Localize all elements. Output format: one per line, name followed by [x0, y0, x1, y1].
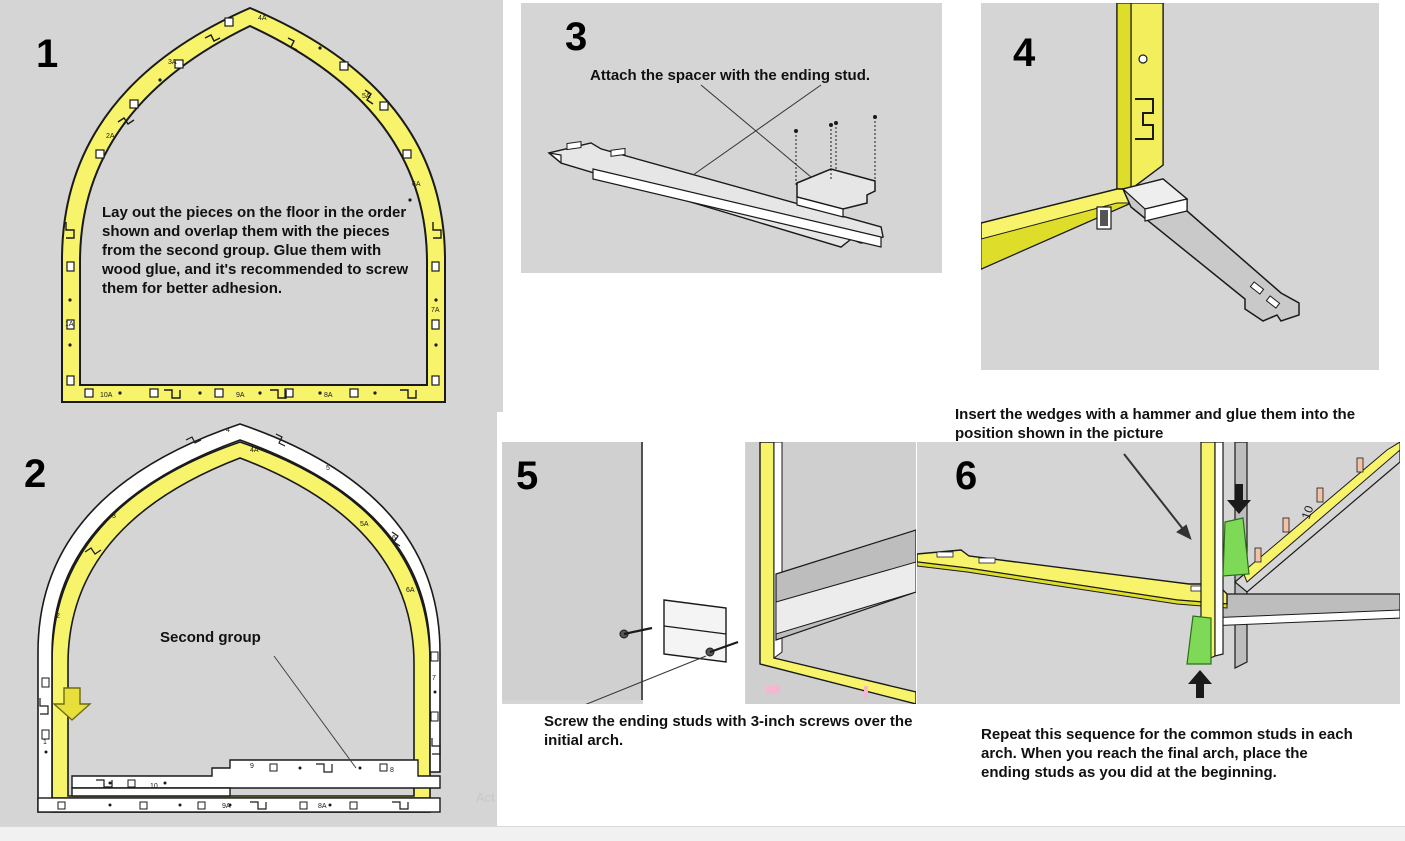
top-wedge [1222, 517, 1250, 577]
callout-leader-line [585, 655, 707, 704]
piece-label: 2A [106, 133, 115, 140]
yellow-stud-edge [759, 442, 916, 704]
page-bottom-strip [0, 826, 1405, 841]
piece-label: 4 [226, 427, 230, 434]
plank-joints [39, 433, 441, 810]
screw-icon [794, 129, 798, 133]
second-group-label: Second group [160, 629, 261, 646]
piece-label: 6A [406, 587, 415, 594]
yellow-arch-frame [61, 6, 446, 403]
step-3-panel: 3 Attach the spacer with the ending stud… [521, 3, 942, 273]
piece-label: 7 [432, 675, 436, 682]
piece-label: 4A [258, 15, 267, 22]
step-1-caption: Lay out the pieces on the floor in the o… [102, 204, 409, 297]
piece-label: 10 [150, 783, 158, 790]
piece-label: 2 [56, 613, 60, 620]
piece-label: 9A [236, 392, 245, 399]
step-number: 2 [24, 452, 47, 496]
bottom-wedge [1186, 615, 1212, 665]
piece-label: 9 [250, 763, 254, 770]
piece-label: 10A [100, 392, 113, 399]
second-group-diagram: 4 3 5 6 2 7 1 9 8 10 9A 8A 4A 5A 6A [37, 423, 441, 813]
step-number: 3 [565, 15, 588, 59]
stud-slots [1254, 457, 1364, 563]
plank-slots [41, 651, 439, 810]
callout-leader-lines [692, 84, 822, 178]
yellow-arch-frame [51, 441, 431, 813]
down-arrow-icon [1227, 484, 1251, 514]
stud-corner-diagram [981, 3, 1300, 322]
piece-label: 8A [318, 803, 327, 810]
ending-stud-face [592, 168, 882, 248]
watermark-text: Act [476, 790, 495, 805]
piece-label: 9A [222, 803, 231, 810]
piece-label: 4A [250, 447, 259, 454]
piece-label: 8A [324, 392, 333, 399]
step-number: 1 [36, 32, 59, 76]
step-1-panel: 4A 3A 5A 2A 6A 1A 7A 10A 9A 8A 1 Lay out… [0, 0, 503, 412]
step-6-top-caption: Insert the wedges with a hammer and glue… [955, 406, 1356, 442]
piece-label: 5A [362, 93, 371, 100]
ending-stud-plate [663, 599, 727, 663]
piece-label: 1 [43, 739, 47, 746]
frame-holes [68, 46, 438, 395]
up-arrow-icon [1188, 670, 1212, 698]
frame-slots [66, 17, 440, 398]
callout-leader-line [273, 655, 357, 769]
pointer-arrow-icon [1123, 453, 1192, 540]
screw-icon [705, 640, 739, 657]
piece-label: 6A [412, 181, 421, 188]
screw-icon [619, 626, 653, 639]
piece-label: 7A [431, 307, 440, 314]
step-number: 5 [516, 454, 539, 498]
screw-arch-diagram [502, 442, 916, 704]
piece-label: 8 [390, 767, 394, 774]
step-6-panel: 10 6 [917, 442, 1400, 704]
bottom-planks [37, 759, 441, 813]
piece-labels: 4 3 5 6 2 7 1 9 8 10 9A 8A 4A 5A 6A [43, 427, 436, 810]
screw-guides [795, 117, 876, 185]
wedge-insert-diagram: 10 [917, 442, 1400, 698]
step-2-panel: 4 3 5 6 2 7 1 9 8 10 9A 8A 4A 5A 6A 2 Se… [0, 412, 497, 826]
piece-label: 6 [392, 535, 396, 542]
step-number: 4 [1013, 31, 1036, 75]
step-6-bottom-caption: Repeat this sequence for the common stud… [981, 726, 1353, 781]
arch-layout-diagram: 4A 3A 5A 2A 6A 1A 7A 10A 9A 8A [61, 6, 446, 403]
piece-label: 1A [65, 321, 74, 328]
piece-label: 5A [360, 521, 369, 528]
piece-label: 3A [168, 59, 177, 66]
step-5-panel: 5 [502, 442, 916, 704]
screw-icon [829, 123, 833, 127]
step-4-panel: 4 [981, 3, 1379, 370]
piece-label: 3 [112, 513, 116, 520]
step-number: 6 [955, 454, 978, 498]
down-arrow-icon [52, 687, 92, 721]
piece-labels: 4A 3A 5A 2A 6A 1A 7A 10A 9A 8A [65, 15, 440, 399]
step-5-caption: Screw the ending studs with 3-inch screw… [544, 713, 913, 749]
spacer-attach-diagram [547, 84, 884, 248]
screw-icon [873, 115, 877, 119]
white-arch-frame [37, 423, 441, 813]
stud-number-label: 10 [1299, 503, 1317, 521]
step-3-caption: Attach the spacer with the ending stud. [590, 67, 871, 84]
screw-hole-icon [1138, 54, 1148, 64]
piece-label: 5 [326, 465, 330, 472]
screw-icons [794, 115, 877, 133]
screw-icon [834, 121, 838, 125]
plank-holes [44, 690, 437, 807]
frame-joints [65, 34, 442, 399]
yellow-ending-stud [917, 549, 1228, 605]
